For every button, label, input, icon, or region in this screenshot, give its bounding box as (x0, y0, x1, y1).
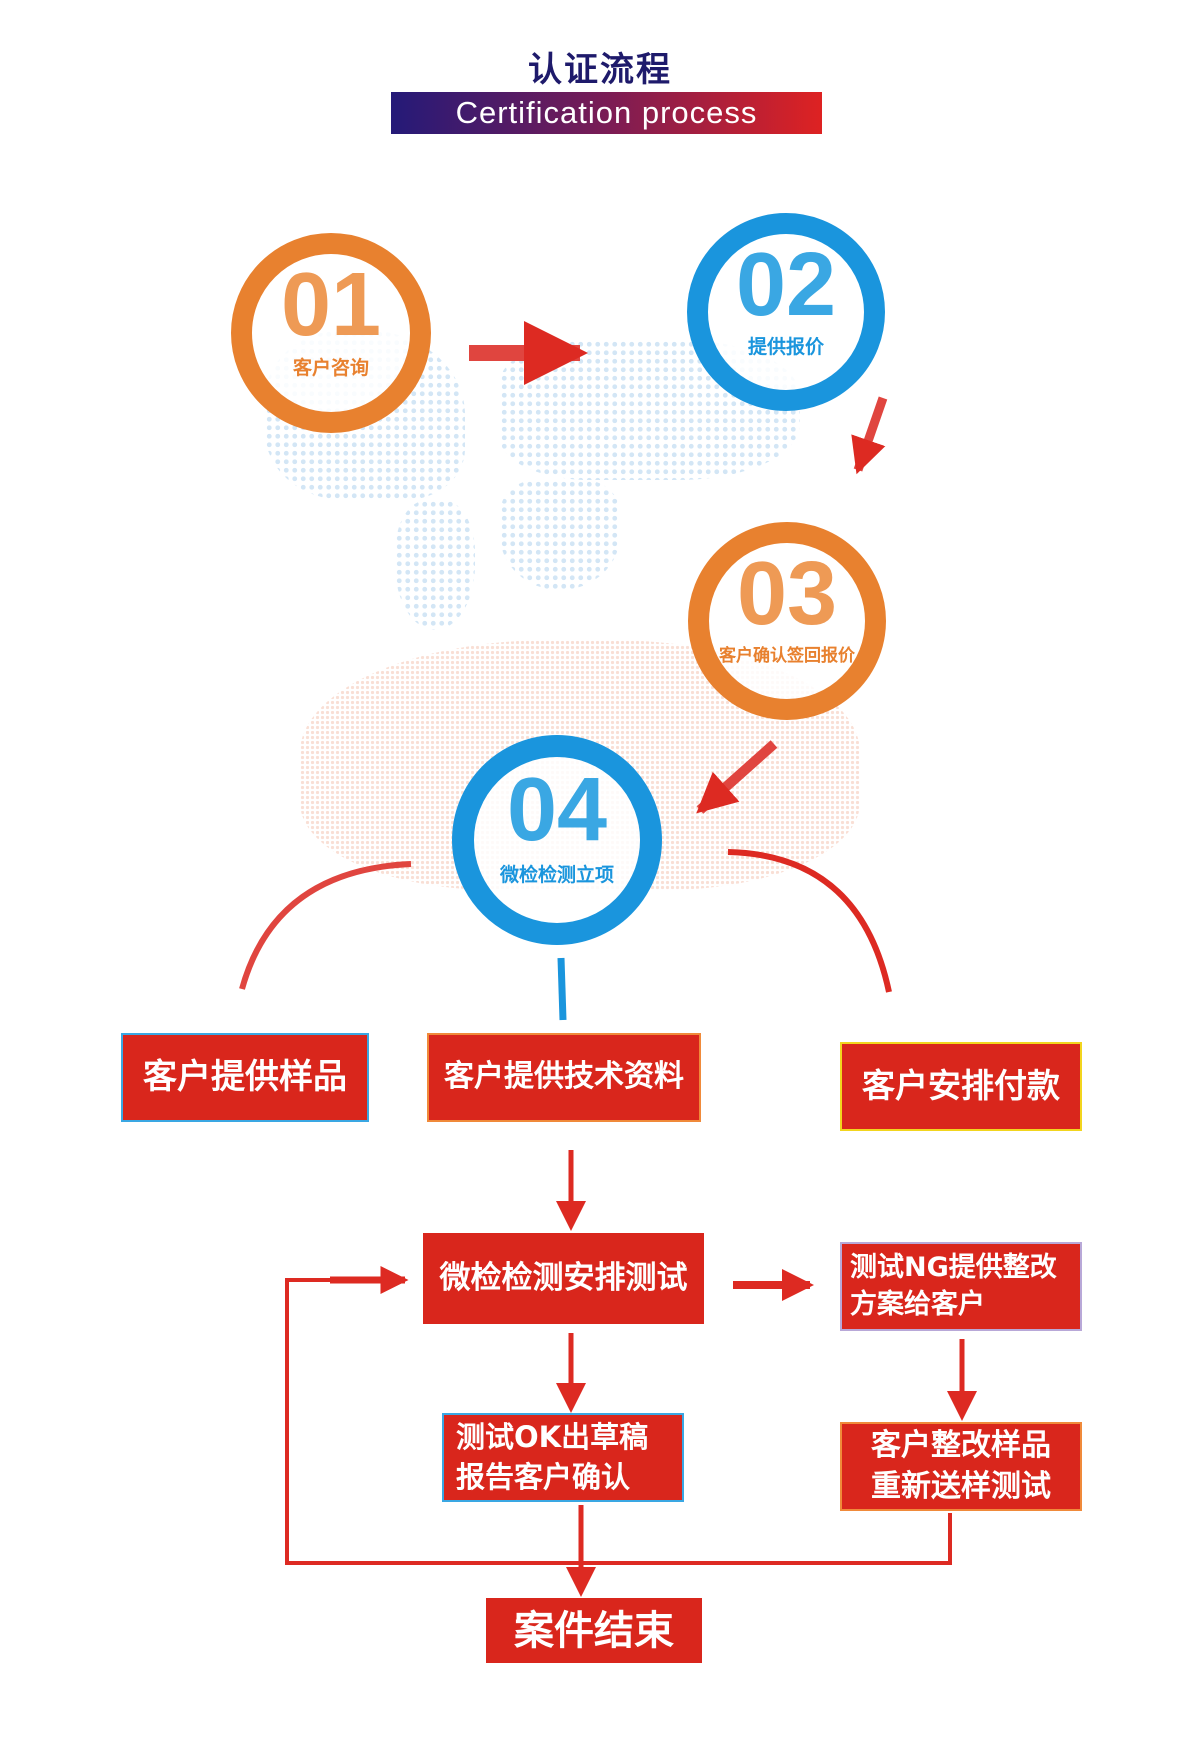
step-04-label: 微检检测立项 (499, 864, 614, 886)
step-04-number: 04 (506, 760, 608, 860)
subtitle-banner: Certification process (391, 92, 822, 134)
world-map-africa (500, 480, 620, 590)
case-end-text: 案件结束 (514, 1607, 674, 1654)
page-title: 认证流程 (528, 50, 672, 90)
world-map-south-america (395, 500, 475, 630)
step-02-label: 提供报价 (747, 336, 824, 358)
rectify-sample-box: 客户整改样品重新送样测试 (840, 1422, 1082, 1511)
loop-back-line (285, 1278, 952, 1565)
step-03-number: 03 (736, 544, 838, 644)
arrow-03-to-04 (696, 740, 778, 814)
case-end-box: 案件结束 (486, 1598, 702, 1663)
arc-to-sample (239, 861, 412, 990)
arrange-payment-box: 客户安排付款 (840, 1042, 1082, 1131)
arrange-test-text: 微检检测安排测试 (439, 1259, 688, 1296)
test-ok-box: 测试OK出草稿报告客户确认 (442, 1413, 684, 1502)
arrange-test-box: 微检检测安排测试 (423, 1233, 704, 1324)
step-01-label: 客户咨询 (292, 357, 369, 379)
provide-docs-box: 客户提供技术资料 (427, 1033, 701, 1122)
test-ng-line2: 方案给客户 (850, 1288, 985, 1320)
step-02-number: 02 (735, 235, 837, 335)
test-ng-line1: 测试NG提供整改 (850, 1252, 1057, 1284)
arrange-payment-text: 客户安排付款 (862, 1066, 1060, 1106)
step-03-label: 客户确认签回报价 (719, 646, 855, 666)
arc-to-payment (727, 849, 892, 993)
provide-docs-text: 客户提供技术资料 (444, 1059, 684, 1094)
test-ok-line2: 报告客户确认 (456, 1459, 631, 1494)
step-01-circle: 01 客户咨询 (231, 233, 431, 433)
rectify-line1: 客户整改样品 (871, 1428, 1051, 1463)
rectify-line2: 重新送样测试 (871, 1468, 1051, 1504)
test-ng-box: 测试NG提供整改方案给客户 (840, 1242, 1082, 1331)
arrow-02-to-03 (851, 396, 888, 475)
step-01-number: 01 (280, 255, 382, 355)
test-ok-line1: 测试OK出草稿 (456, 1420, 649, 1455)
provide-sample-text: 客户提供样品 (143, 1056, 347, 1097)
line-to-docs (557, 957, 567, 1021)
provide-sample-box: 客户提供样品 (121, 1033, 369, 1122)
